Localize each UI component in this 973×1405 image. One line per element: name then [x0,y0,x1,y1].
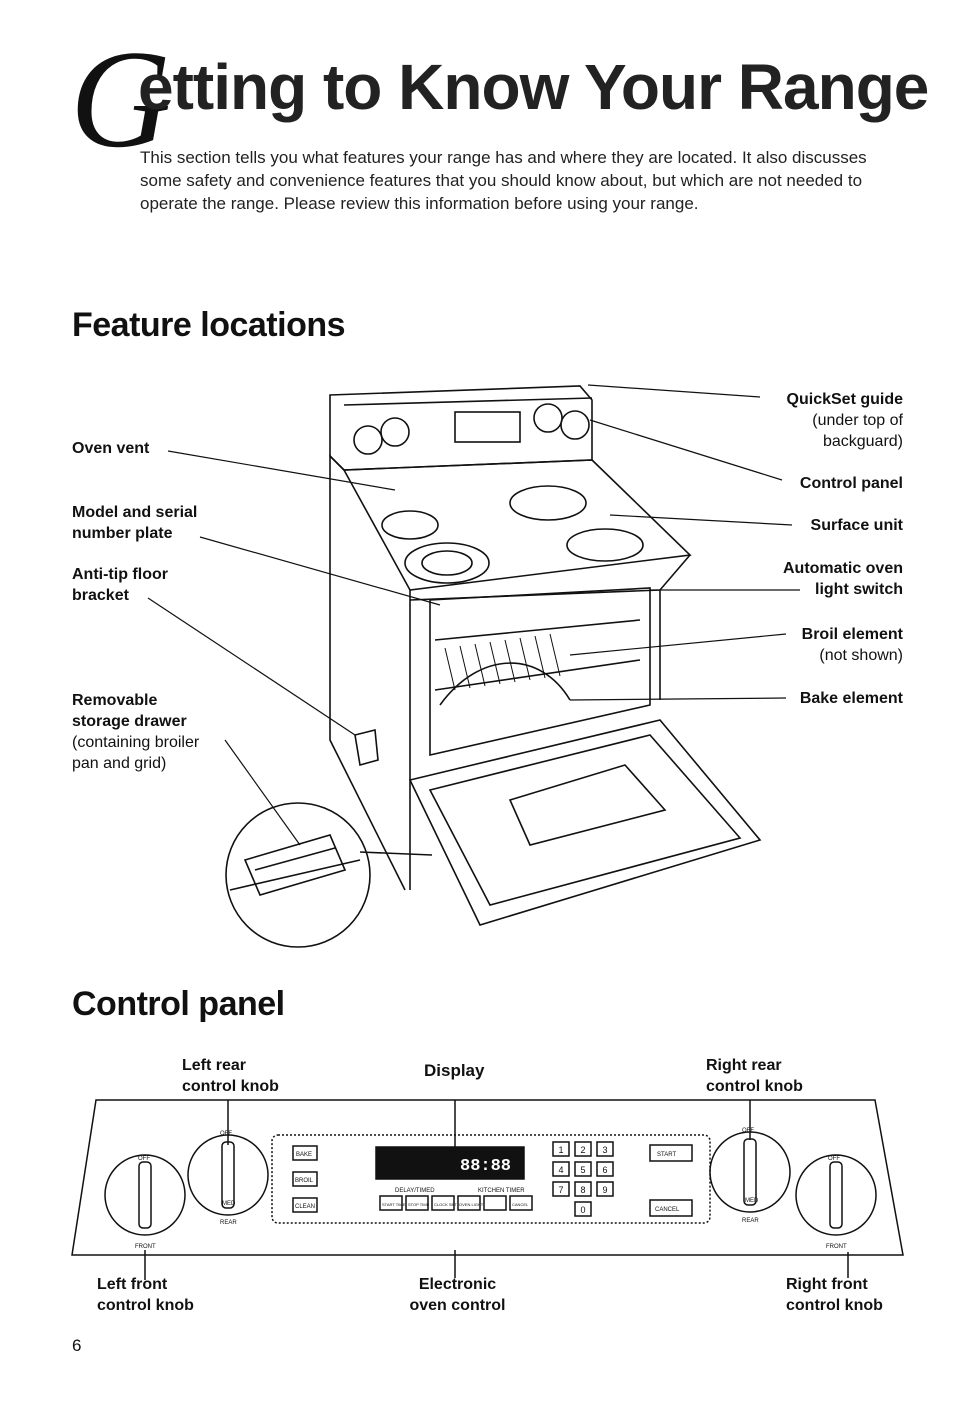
backguard-display [454,411,521,443]
drop-cap: G [70,22,172,177]
right-rear-knob [709,1131,791,1213]
svg-text:OFF: OFF [828,1156,840,1162]
oven-cavity [429,587,651,757]
svg-text:START TIME: START TIME [382,1202,406,1207]
oven-door [408,719,762,926]
label-display: Display [424,1061,485,1080]
svg-text:9: 9 [602,1185,607,1195]
svg-text:OFF: OFF [138,1156,150,1162]
label-oven-vent: Oven vent [72,440,150,457]
svg-text:3: 3 [602,1145,607,1155]
panel-outline [71,1099,904,1256]
label-control-panel: Control panel [799,475,903,492]
svg-text:BROIL: BROIL [295,1178,314,1184]
svg-text:REAR: REAR [742,1218,759,1224]
svg-text:5: 5 [580,1165,585,1175]
svg-text:STOP TIME: STOP TIME [408,1202,430,1207]
svg-text:6: 6 [602,1165,607,1175]
svg-text:8: 8 [580,1185,585,1195]
surface-element-4 [566,528,644,562]
page-title: etting to Know Your Range [138,51,929,123]
svg-text:MED: MED [222,1201,236,1207]
knob-right-front-ill [560,410,590,440]
display-digits: 88:88 [460,1157,511,1176]
label-broil-element: Broil element(not shown) [801,626,903,664]
svg-text:CLEAN: CLEAN [295,1204,315,1210]
svg-text:START: START [657,1152,676,1158]
feature-leader-lines [147,384,800,846]
svg-text:OFF: OFF [742,1128,754,1134]
control-panel-heading: Control panel [72,985,285,1023]
svg-text:CLOCK SET: CLOCK SET [434,1202,457,1207]
keypad: 1 2 3 4 5 6 7 8 9 0 [558,1145,607,1215]
surface-element-2 [509,485,587,521]
intro-paragraph: This section tells you what features you… [140,148,867,213]
svg-text:0: 0 [580,1205,585,1215]
left-rear-knob [187,1134,269,1216]
right-front-knob [795,1154,877,1236]
knob-left-front-ill [353,425,383,455]
svg-text:FRONT: FRONT [135,1244,156,1250]
svg-text:1: 1 [558,1145,563,1155]
anti-tip-bracket-ill [354,728,379,767]
surface-element-1 [381,510,439,540]
drawer-magnifier [225,802,371,948]
svg-text:OVEN LIGHT: OVEN LIGHT [459,1202,484,1207]
knob-left-rear-ill [380,417,410,447]
svg-text:REAR: REAR [220,1220,237,1226]
door-window [508,764,667,846]
left-front-knob [104,1154,186,1236]
label-quickset-guide: QuickSet guide (under top of backguard) [786,391,903,450]
svg-text:MED: MED [745,1198,759,1204]
svg-text:KITCHEN TIMER: KITCHEN TIMER [478,1188,525,1194]
svg-text:2: 2 [580,1145,585,1155]
label-surface-unit: Surface unit [810,517,903,534]
svg-text:7: 7 [558,1185,563,1195]
label-bake-element: Bake element [799,690,903,707]
page-number: 6 [72,1336,82,1355]
feature-locations-heading: Feature locations [72,306,346,344]
svg-text:FRONT: FRONT [826,1244,847,1250]
svg-text:4: 4 [558,1165,563,1175]
svg-text:CANCEL: CANCEL [655,1207,680,1213]
svg-text:BAKE: BAKE [296,1152,312,1158]
display-window [375,1146,525,1180]
svg-text:CANCEL: CANCEL [512,1202,529,1207]
svg-text:DELAY/TIMED: DELAY/TIMED [395,1188,435,1194]
surface-element-3 [404,542,490,584]
electronic-control [271,1134,711,1224]
knob-off-text: OFF [220,1131,232,1137]
bake-element-ill [439,662,571,706]
